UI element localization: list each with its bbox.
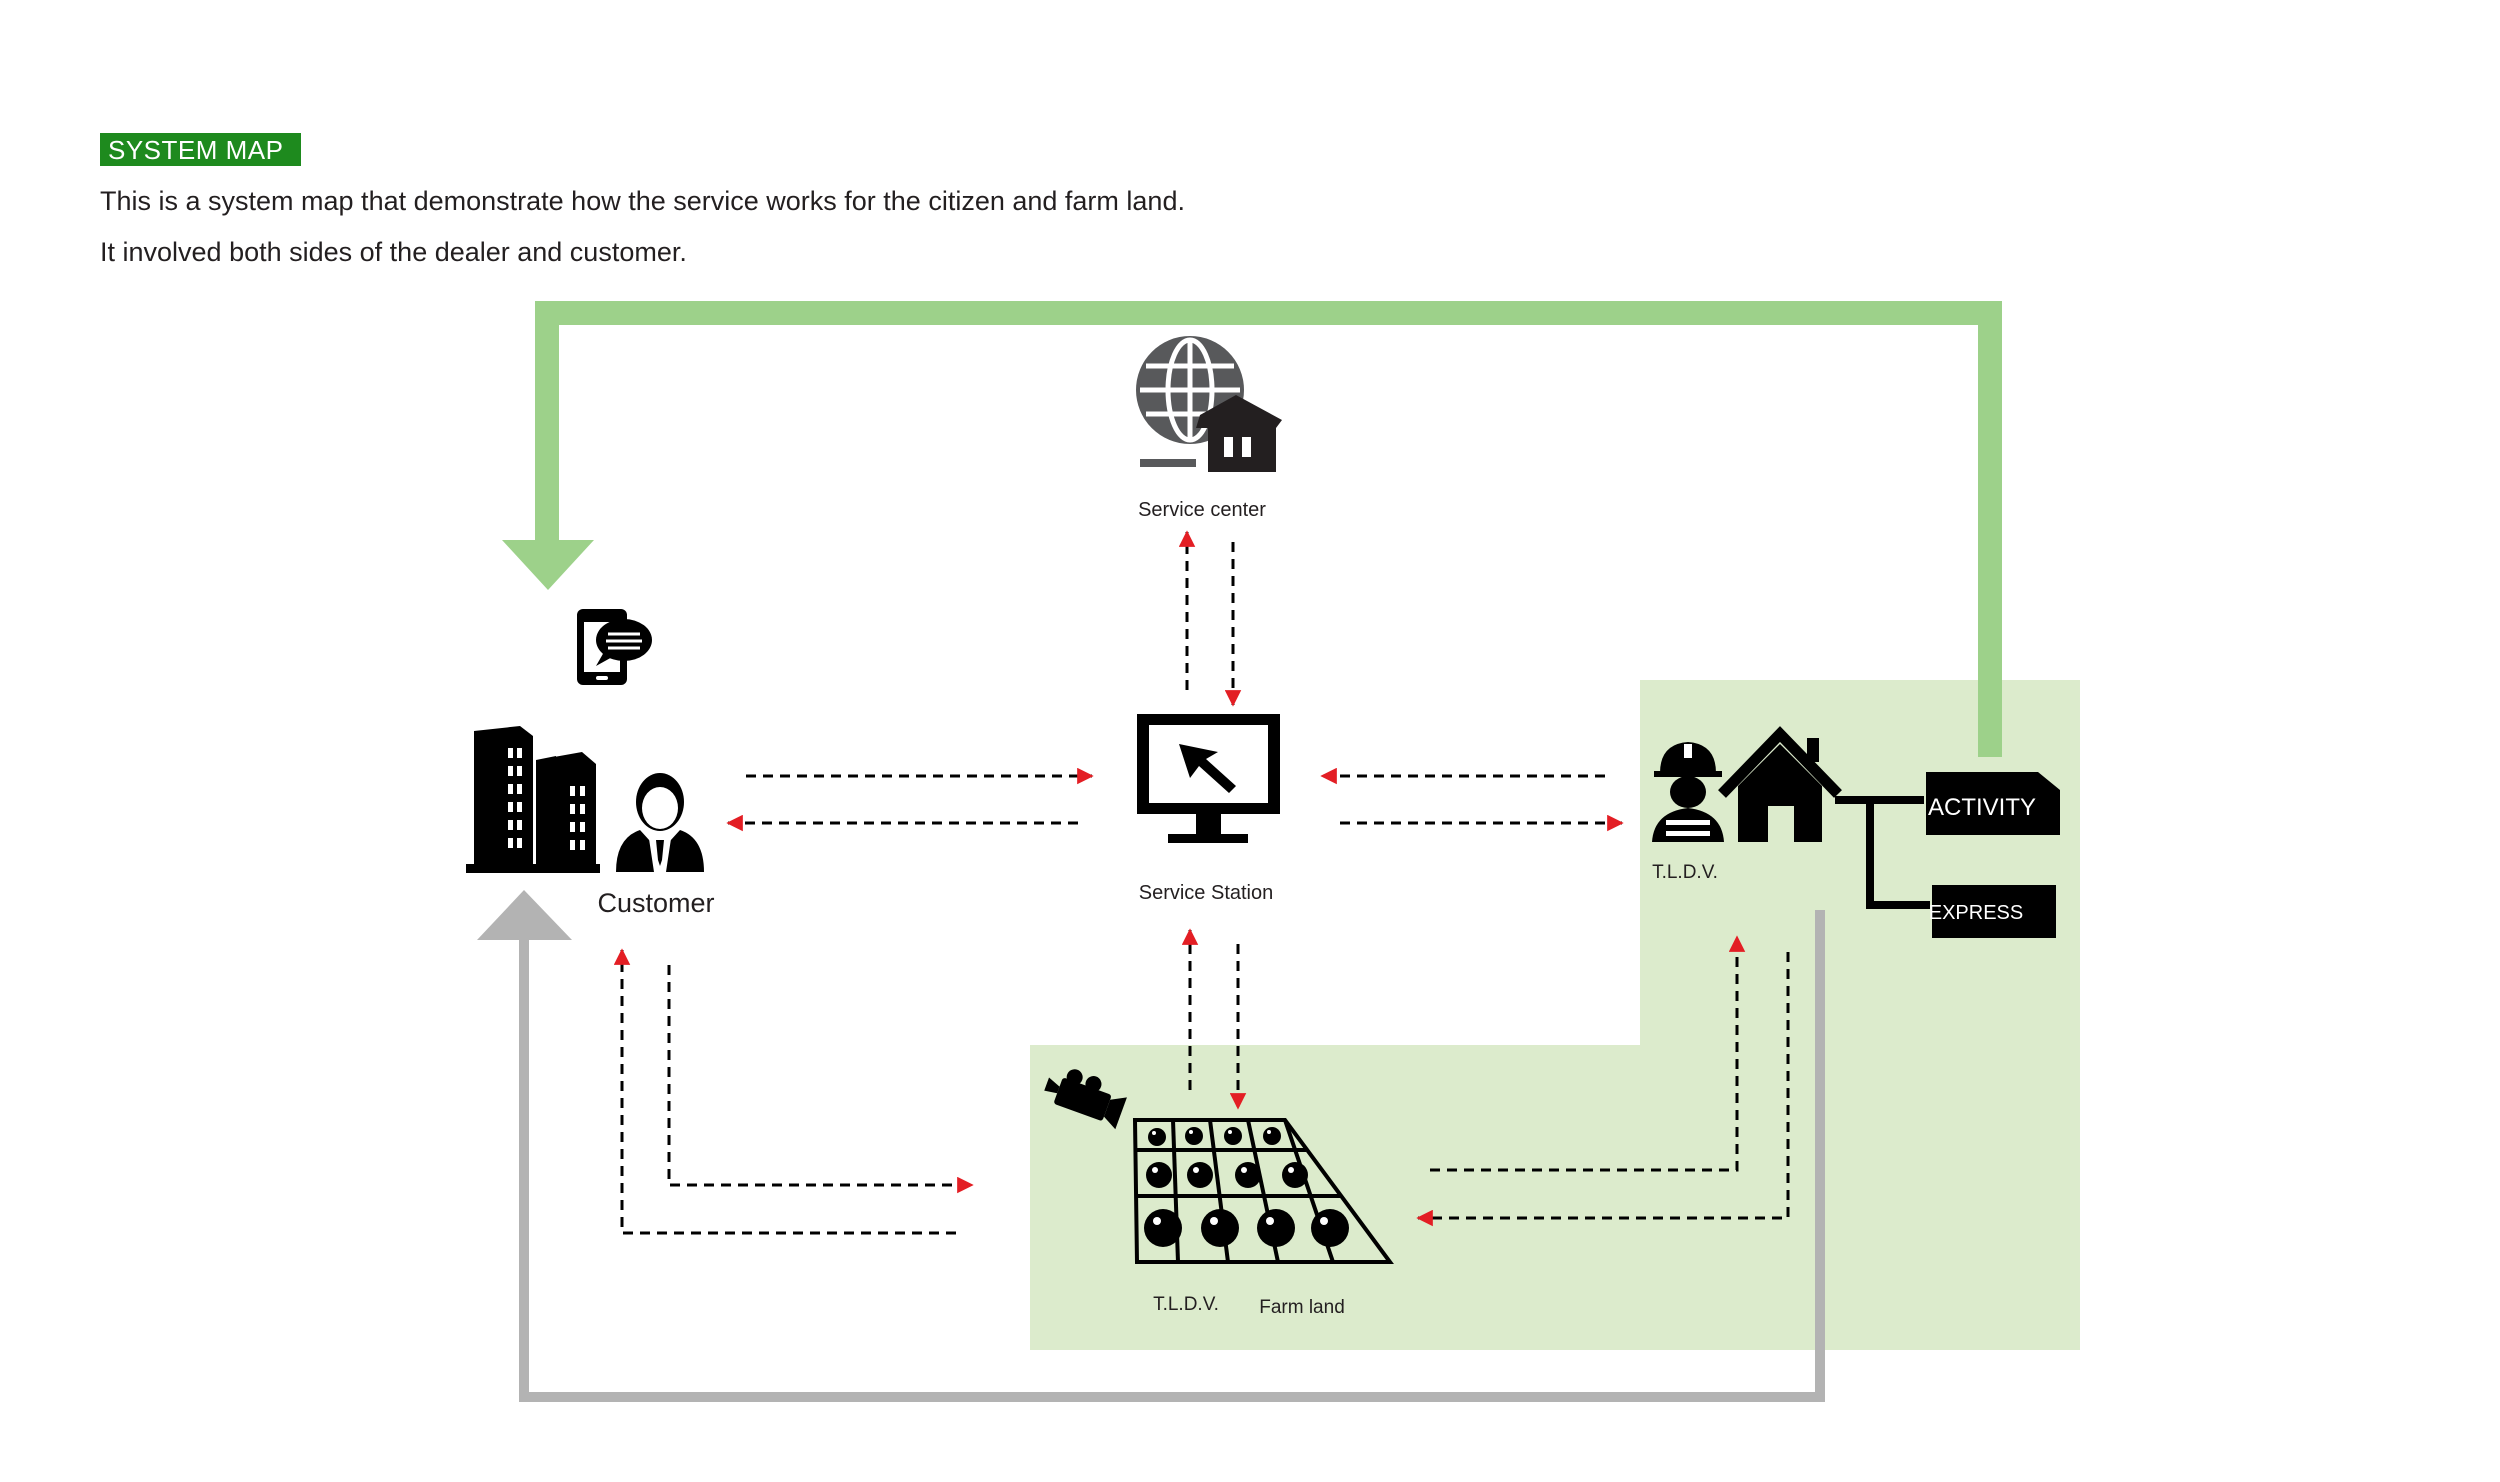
buildings-icon: [466, 726, 600, 873]
flow-farm-to-tldv: [1430, 935, 1746, 1172]
phone-chat-icon: [577, 609, 652, 685]
farm-land-label: Farm land: [1259, 1297, 1345, 1318]
businessman-icon: [616, 773, 704, 872]
green-flow-line: [535, 301, 2002, 757]
customer-label: Customer: [597, 888, 714, 918]
camera-icon: [1044, 1069, 1127, 1130]
tldv-farm-label: T.L.D.V.: [1153, 1294, 1219, 1315]
service-station-label: Service Station: [1139, 882, 1274, 904]
description-line-2: It involved both sides of the dealer and…: [100, 237, 687, 267]
gray-flow-arrowhead: [477, 890, 572, 940]
green-flow-arrowhead: [502, 540, 594, 590]
flow-farm-to-customer: [613, 948, 956, 1235]
worker-icon: [1652, 742, 1724, 842]
express-label: EXPRESS: [1929, 902, 2023, 924]
home-icon: [1718, 726, 1842, 842]
flow-customer-to-farm: [667, 965, 974, 1194]
activity-connector: [1835, 796, 1930, 909]
flow-tldv-to-farm: [1416, 952, 1790, 1227]
service-center-label: Service center: [1138, 499, 1266, 521]
express-box: [1932, 885, 2056, 938]
activity-label: ACTIVITY: [1928, 794, 2036, 821]
tldv-right-label: T.L.D.V.: [1652, 862, 1718, 883]
description-line-1: This is a system map that demonstrate ho…: [100, 186, 1185, 216]
monitor-cursor-icon: [1137, 714, 1280, 843]
activity-box: [1926, 772, 2060, 835]
section-badge: SYSTEM MAP: [100, 133, 302, 166]
service-house-icon: [1196, 395, 1282, 472]
gray-flow-line: [519, 910, 1825, 1402]
